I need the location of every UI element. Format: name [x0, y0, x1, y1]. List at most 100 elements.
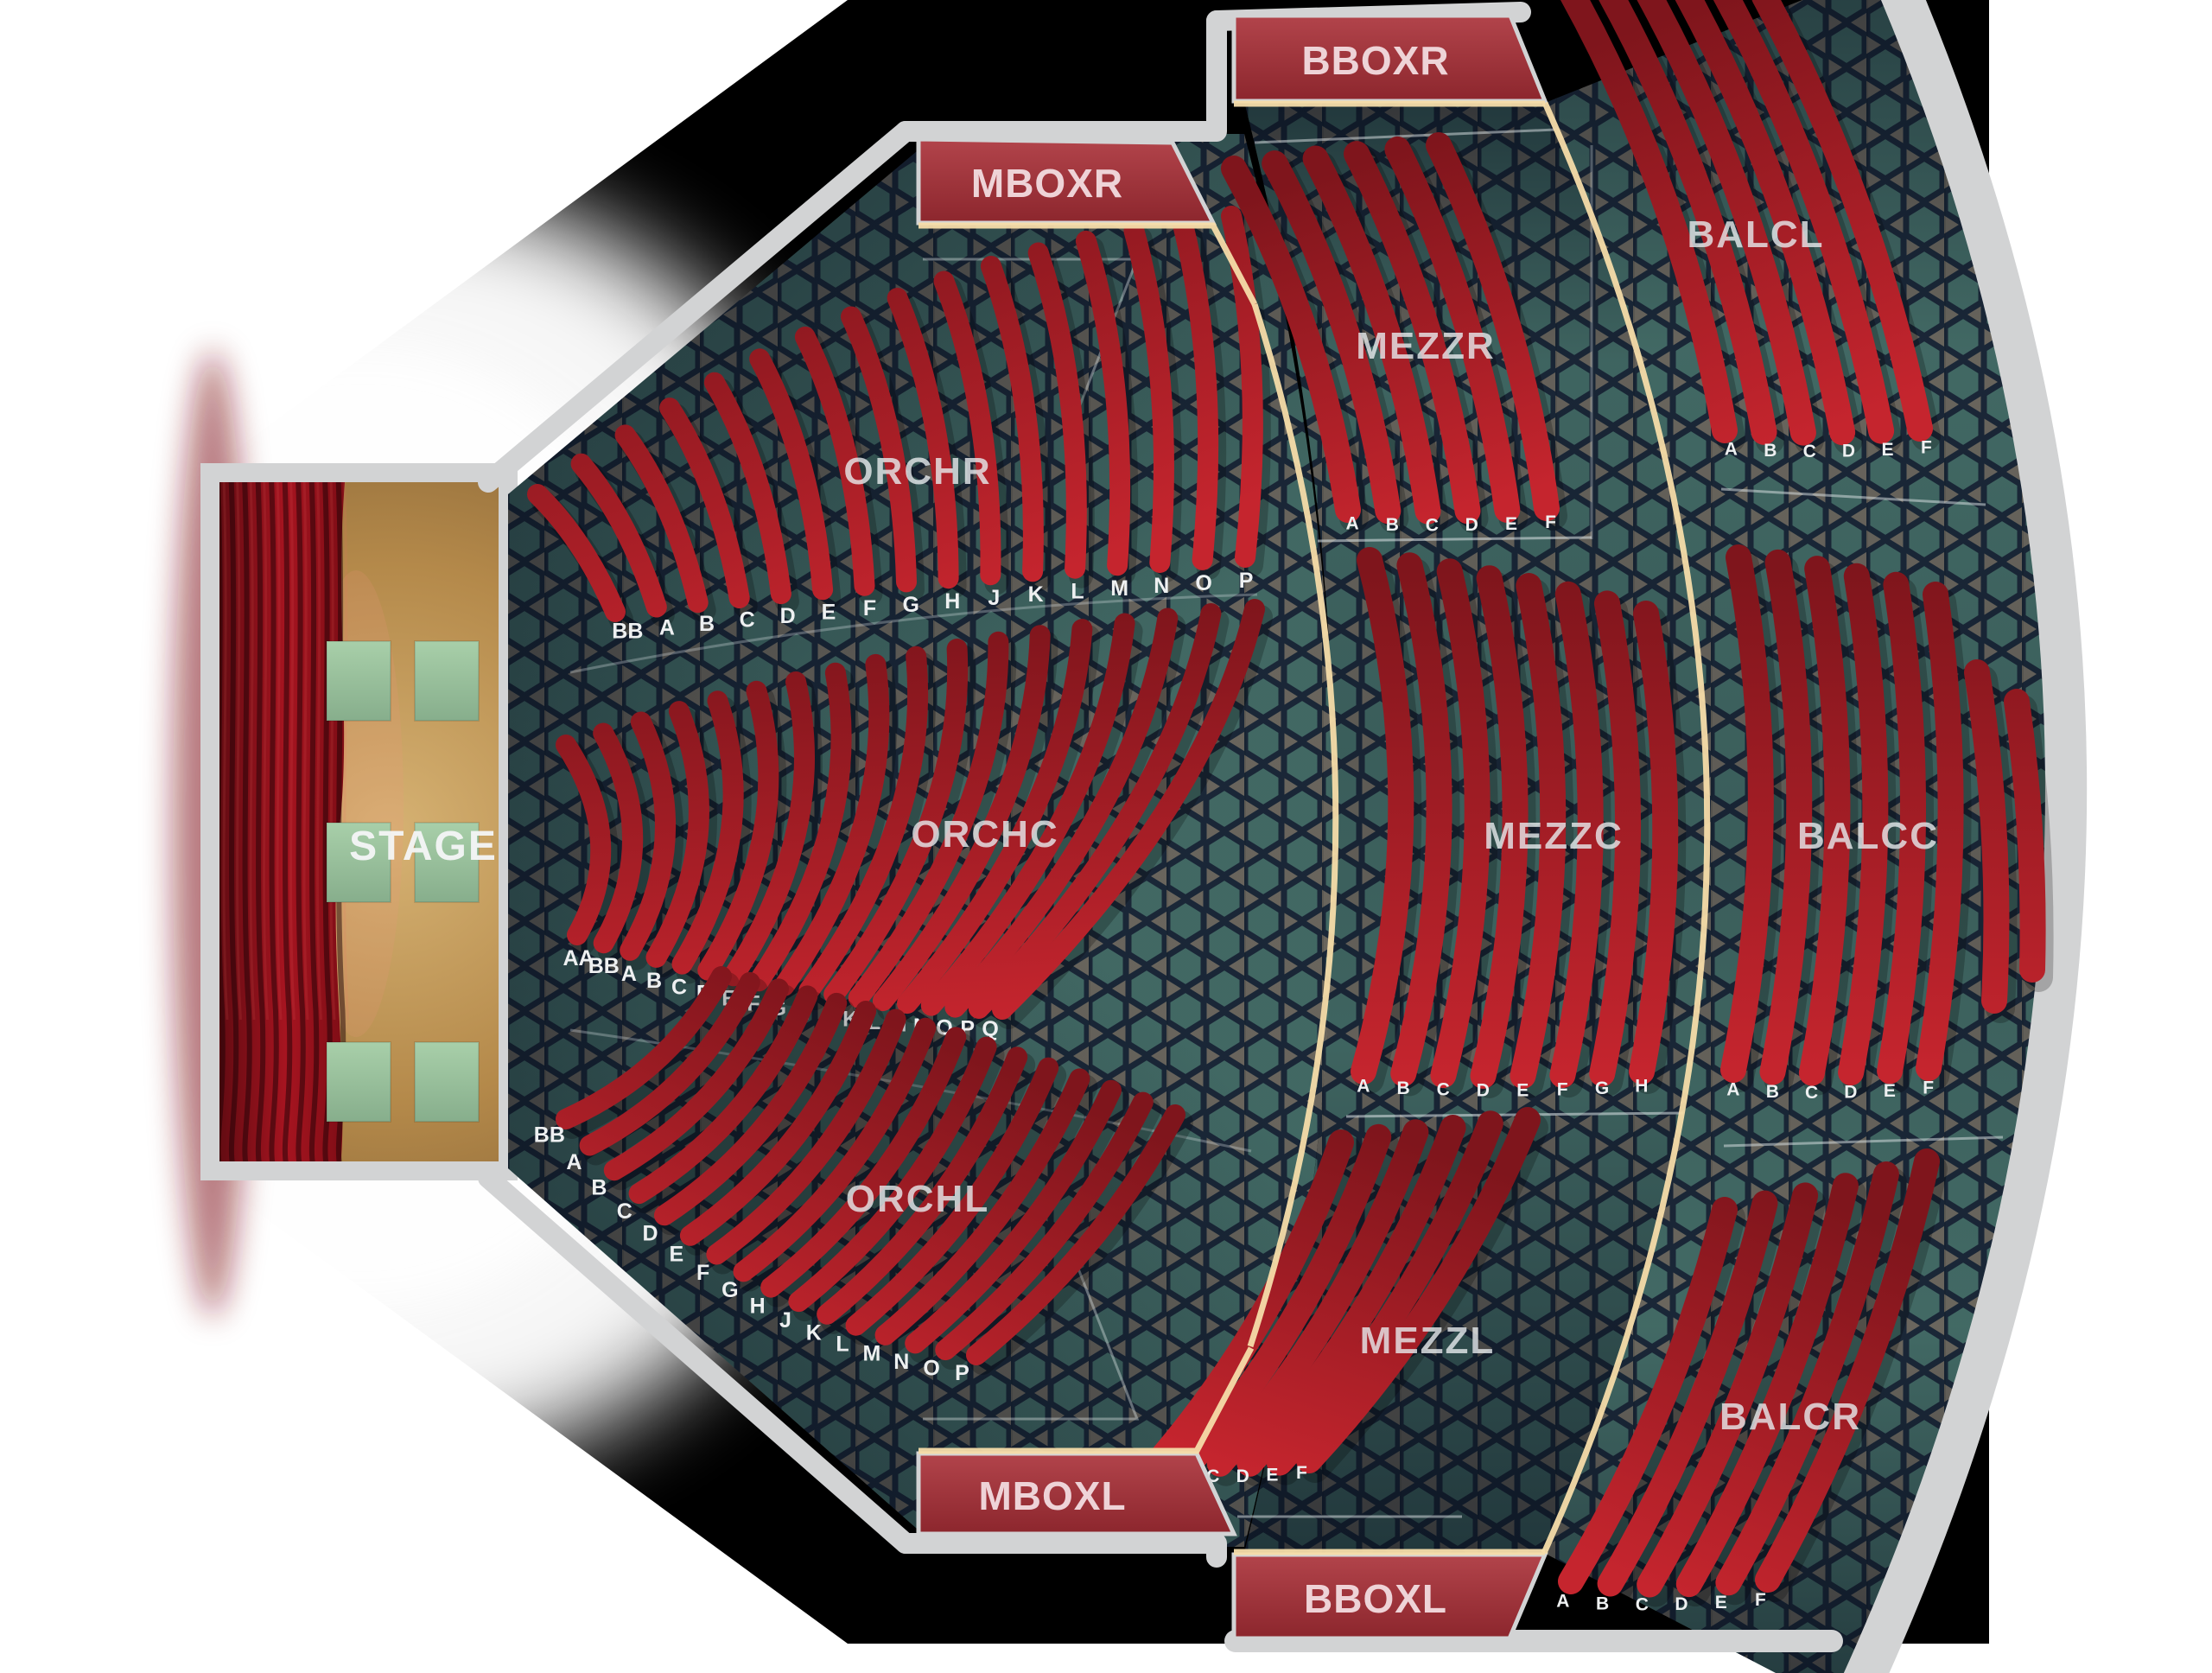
seat-row[interactable]	[887, 288, 959, 589]
seat-row[interactable]	[748, 662, 852, 992]
seat-row[interactable]	[556, 966, 732, 1129]
seat-row[interactable]	[1589, 590, 1642, 1087]
seat-row[interactable]	[1755, 1148, 1940, 1593]
seat-row[interactable]	[1675, 0, 1856, 446]
seat-row[interactable]	[788, 1036, 997, 1313]
seat-row[interactable]	[773, 653, 890, 996]
seat-row[interactable]	[1351, 547, 1414, 1085]
banner-bboxl[interactable]: BBOXL	[1231, 1552, 1548, 1641]
seat-row[interactable]	[1510, 573, 1567, 1089]
seat-row[interactable]	[1430, 558, 1491, 1089]
seat-row[interactable]	[794, 326, 875, 596]
seat-row[interactable]	[659, 398, 750, 608]
seat-row[interactable]	[1637, 0, 1816, 446]
seat-row[interactable]	[1877, 571, 1927, 1085]
seat-row[interactable]	[671, 690, 744, 975]
seat-row[interactable]	[1266, 1110, 1503, 1476]
seat-row[interactable]	[1221, 156, 1361, 523]
seat-row[interactable]	[1296, 1107, 1541, 1473]
seat-row[interactable]	[1302, 145, 1441, 525]
banner-mboxl[interactable]: MBOXL	[916, 1451, 1237, 1536]
seat-row[interactable]	[1964, 659, 2010, 1014]
seat-row[interactable]	[823, 639, 969, 1005]
seat-row[interactable]	[1426, 132, 1560, 521]
seat-row[interactable]	[1759, 549, 1813, 1085]
seat-row[interactable]	[645, 701, 709, 968]
seat-row[interactable]	[628, 985, 818, 1205]
seat-row[interactable]	[920, 613, 1135, 1016]
seat-row[interactable]	[968, 603, 1222, 1019]
seat-row[interactable]	[897, 619, 1093, 1015]
seat-row[interactable]	[1720, 544, 1774, 1083]
seat-row[interactable]	[679, 1001, 877, 1246]
seat-row[interactable]	[1344, 141, 1481, 525]
seat-row[interactable]	[760, 1027, 967, 1298]
seat-row[interactable]	[1751, 0, 1933, 442]
seat-row[interactable]	[841, 306, 917, 593]
seat-row[interactable]	[1206, 1119, 1429, 1477]
seat-row[interactable]	[2004, 689, 2046, 983]
seat-row[interactable]	[1560, 0, 1738, 443]
section-mezzl[interactable]: ABCDEFMEZZL	[1146, 1107, 1548, 1486]
seat-row[interactable]	[1262, 150, 1402, 525]
seat-row[interactable]	[556, 735, 612, 945]
seat-row[interactable]	[723, 671, 815, 987]
seat-row[interactable]	[1558, 1197, 1738, 1594]
seat-row[interactable]	[733, 1017, 937, 1282]
seat-row[interactable]	[1549, 581, 1604, 1089]
seat-row[interactable]	[1027, 242, 1087, 579]
seat-row[interactable]	[527, 484, 626, 622]
seat-row[interactable]	[966, 1104, 1185, 1365]
seat-row[interactable]	[697, 680, 779, 981]
seat-row[interactable]	[1597, 1190, 1778, 1597]
seat-row[interactable]	[603, 978, 789, 1181]
seat-row[interactable]	[872, 625, 1051, 1012]
seat-row[interactable]	[980, 256, 1044, 582]
seat-row[interactable]	[1147, 1129, 1354, 1473]
seat-row[interactable]	[1075, 230, 1131, 576]
seat-row[interactable]	[1236, 1115, 1466, 1477]
seat-row[interactable]	[1599, 0, 1777, 445]
seat-row[interactable]	[1916, 582, 1964, 1081]
seat-row[interactable]	[935, 1091, 1154, 1361]
banner-bboxr[interactable]: BBOXR	[1231, 13, 1548, 104]
seat-row[interactable]	[1637, 1182, 1819, 1598]
seat-row[interactable]	[798, 646, 929, 1001]
seat-row[interactable]	[1838, 563, 1889, 1086]
seat-row[interactable]	[614, 424, 709, 614]
seat-row[interactable]	[1713, 0, 1895, 444]
seat-row[interactable]	[749, 348, 834, 601]
seat-row[interactable]	[817, 1046, 1028, 1325]
seat-row[interactable]	[933, 270, 1001, 586]
seat-row[interactable]	[1470, 565, 1529, 1089]
seat-row[interactable]	[1675, 1173, 1859, 1598]
seat-row[interactable]	[570, 453, 667, 618]
seat-row[interactable]	[579, 971, 760, 1156]
seat-row[interactable]	[1798, 556, 1851, 1086]
seat-row[interactable]	[992, 599, 1265, 1020]
seat-row[interactable]	[654, 992, 848, 1226]
seat-row[interactable]	[848, 631, 1009, 1008]
seat-row[interactable]	[845, 1057, 1059, 1336]
seat-row[interactable]	[944, 607, 1179, 1018]
seat-row[interactable]	[620, 711, 677, 961]
banner-mboxr[interactable]: MBOXR	[916, 137, 1217, 226]
seat-row[interactable]	[874, 1068, 1090, 1345]
seat-row[interactable]	[1629, 601, 1679, 1085]
seat-row[interactable]	[1390, 552, 1452, 1087]
seat-row[interactable]	[1384, 136, 1521, 523]
seat-row[interactable]	[1123, 220, 1174, 573]
seat-row[interactable]	[1221, 206, 1263, 568]
seat-row[interactable]	[706, 1008, 906, 1265]
seat-row[interactable]	[1177, 1123, 1392, 1476]
seat-row[interactable]	[593, 722, 644, 954]
seat-row[interactable]	[1715, 1161, 1899, 1596]
